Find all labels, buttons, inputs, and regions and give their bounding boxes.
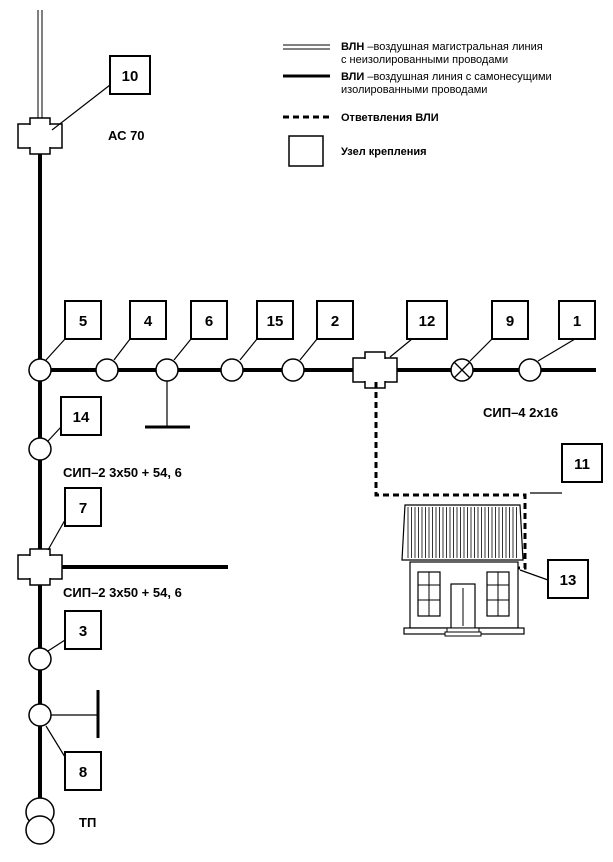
node-9-crossed-circle: [450, 358, 474, 382]
svg-text:11: 11: [574, 456, 590, 473]
callout-3: 3: [64, 610, 102, 650]
callout-9: 9: [491, 300, 529, 340]
node-6-circle: [155, 358, 179, 382]
leader-lines: [45, 84, 576, 758]
legend-node-text: Узел крепления: [341, 146, 427, 158]
legend-vln-text-1: ВЛН –воздушная магистральная линия: [341, 41, 543, 53]
label-sip2-upper: СИП–2 3х50 + 54, 6: [63, 465, 182, 480]
house-window-right: [486, 571, 510, 617]
svg-text:5: 5: [79, 313, 87, 330]
label-sip4: СИП–4 2х16: [483, 405, 558, 420]
callout-1: 1: [558, 300, 596, 340]
house-door: [450, 583, 476, 629]
legend-vli-text-2: изолированными проводами: [341, 84, 487, 96]
node-14-circle: [28, 437, 52, 461]
callout-11: 11: [561, 443, 603, 483]
node-4-circle: [95, 358, 119, 382]
node-1-circle: [518, 358, 542, 382]
connector-node-7: [17, 548, 63, 586]
transformer-icon: [25, 797, 55, 845]
vln-overhead-line: [37, 10, 43, 125]
callout-8: 8: [64, 751, 102, 791]
callout-13: 13: [547, 559, 589, 599]
callout-2: 2: [316, 300, 354, 340]
callout-10: 10: [109, 55, 151, 95]
label-tp: ТП: [79, 815, 96, 830]
callout-4: 4: [129, 300, 167, 340]
callout-15: 15: [256, 300, 294, 340]
callout-12: 12: [406, 300, 448, 340]
callout-6: 6: [190, 300, 228, 340]
svg-text:14: 14: [73, 409, 90, 426]
node-2-circle: [281, 358, 305, 382]
legend-vln-symbol: [283, 44, 330, 50]
legend-vln-text-2: с неизолированными проводами: [341, 54, 508, 66]
callout-7: 7: [64, 487, 102, 527]
svg-text:6: 6: [205, 313, 213, 330]
connector-node-12: [352, 351, 398, 389]
svg-text:12: 12: [419, 313, 436, 330]
node-8-circle: [28, 703, 52, 727]
node-5-circle: [28, 358, 52, 382]
svg-text:10: 10: [122, 68, 139, 85]
svg-text:13: 13: [560, 572, 577, 589]
svg-text:1: 1: [573, 313, 581, 330]
legend-branch-text: Ответвления ВЛИ: [341, 112, 439, 124]
house-steps: [444, 627, 482, 637]
legend: ВЛН –воздушная магистральная линия с неи…: [283, 41, 552, 167]
svg-text:8: 8: [79, 764, 87, 781]
connector-node-10: [17, 117, 63, 155]
label-sip2-lower: СИП–2 3х50 + 54, 6: [63, 585, 182, 600]
legend-node-symbol: [288, 135, 324, 167]
house-icon: [401, 504, 525, 637]
svg-text:7: 7: [79, 500, 87, 517]
label-ac70: АС 70: [108, 128, 145, 143]
svg-text:15: 15: [267, 313, 284, 330]
svg-text:9: 9: [506, 313, 514, 330]
callout-14: 14: [60, 396, 102, 436]
svg-text:2: 2: [331, 313, 339, 330]
svg-text:4: 4: [144, 313, 153, 330]
legend-vli-text-1: ВЛИ –воздушная линия с самонесущими: [341, 71, 552, 83]
svg-text:3: 3: [79, 623, 87, 640]
node-3-circle: [28, 647, 52, 671]
house-window-left: [417, 571, 441, 617]
callout-5: 5: [64, 300, 102, 340]
node-15-circle: [220, 358, 244, 382]
